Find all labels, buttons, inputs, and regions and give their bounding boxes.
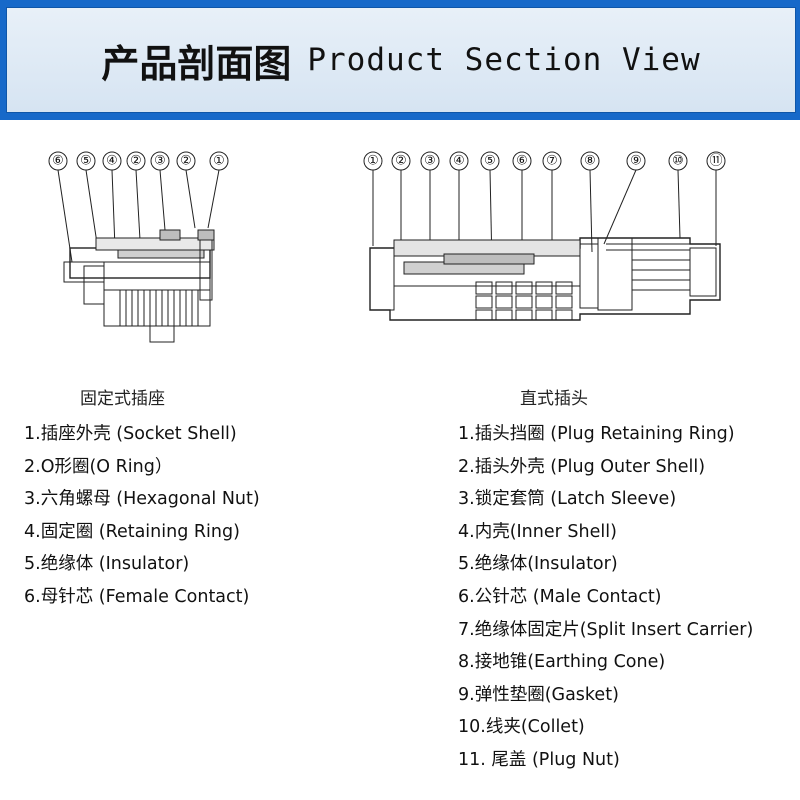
title-english: Product Section View (307, 42, 701, 78)
plug-part-item: 2.插头外壳 (Plug Outer Shell) (458, 456, 706, 477)
socket-part-item: 4.固定圈 (Retaining Ring) (24, 521, 240, 542)
socket-section-drawing (48, 151, 229, 343)
plug-part-item: 9.弹性垫圈(Gasket) (458, 684, 619, 705)
socket-part-item: 2.O形圈(O Ring） (24, 456, 173, 477)
socket-legend-heading: 固定式插座 (80, 389, 165, 409)
socket-callout-label: ① (213, 154, 225, 169)
title-chinese: 产品剖面图 (101, 41, 292, 86)
socket-part-item: 6.母针芯 (Female Contact) (24, 586, 250, 607)
title-panel: 产品剖面图 Product Section View (6, 7, 796, 113)
plug-callout-label: ① (367, 154, 379, 169)
socket-part-item: 3.六角螺母 (Hexagonal Nut) (24, 489, 260, 510)
plug-callout-label: ③ (424, 154, 436, 169)
title-banner: 产品剖面图 Product Section View (0, 0, 800, 120)
socket-thread-lines (119, 290, 199, 326)
plug-part-item: 1.插头挡圈 (Plug Retaining Ring) (458, 424, 735, 444)
plug-callout-label: ⑥ (516, 154, 528, 169)
socket-callout-label: ⑥ (52, 154, 64, 169)
socket-callout-label: ② (130, 154, 142, 169)
socket-callout-label: ③ (154, 154, 166, 169)
plug-part-item: 10.线夹(Collet) (458, 717, 585, 738)
plug-callout-label: ② (395, 154, 407, 169)
plug-callout-label: ⑨ (630, 154, 642, 169)
plug-callout-circles (363, 151, 726, 171)
plug-callout-label: ⑩ (672, 154, 684, 169)
plug-part-item: 6.公针芯 (Male Contact) (458, 586, 662, 607)
plug-part-item: 5.绝缘体(Insulator) (458, 554, 618, 575)
socket-part-item: 1.插座外壳 (Socket Shell) (24, 424, 237, 444)
plug-part-item: 4.内壳(Inner Shell) (458, 521, 617, 542)
socket-part-item: 5.绝缘体 (Insulator) (24, 554, 190, 575)
plug-callout-label: ⑦ (546, 154, 558, 169)
plug-part-item: 7.绝缘体固定片(Split Insert Carrier) (458, 619, 754, 640)
section-view-diagram: ⑥ ⑤ ④ ② ③ ② ① ① ② ③ ④ ⑤ ⑥ ⑦ ⑧ ⑨ ⑩ ⑪ (48, 151, 726, 343)
plug-part-item: 8.接地锥(Earthing Cone) (458, 652, 666, 673)
plug-nut-grip-lines (606, 243, 690, 291)
plug-part-item: 11. 尾盖 (Plug Nut) (458, 749, 620, 770)
plug-callout-label: ⑤ (484, 154, 496, 169)
plug-contact-grid (475, 281, 573, 321)
plug-callout-label: ⑪ (709, 154, 722, 169)
socket-callout-numbers: ⑥ ⑤ ④ ② ③ ② ① (52, 154, 225, 169)
socket-leader-lines (57, 169, 220, 263)
socket-callout-label: ④ (106, 154, 118, 169)
plug-parts-legend: 直式插头 1.插头挡圈 (Plug Retaining Ring) 2.插头外壳… (458, 384, 753, 779)
socket-callout-label: ⑤ (80, 154, 92, 169)
plug-callout-label: ⑧ (584, 154, 596, 169)
plug-section-drawing (363, 151, 726, 321)
plug-legend-heading: 直式插头 (520, 389, 588, 409)
socket-parts-legend: 固定式插座 1.插座外壳 (Socket Shell) 2.O形圈(O Ring… (24, 384, 260, 616)
plug-callout-numbers: ① ② ③ ④ ⑤ ⑥ ⑦ ⑧ ⑨ ⑩ ⑪ (367, 154, 722, 169)
plug-callout-label: ④ (453, 154, 465, 169)
socket-callout-label: ② (180, 154, 192, 169)
plug-part-item: 3.锁定套筒 (Latch Sleeve) (458, 489, 677, 510)
